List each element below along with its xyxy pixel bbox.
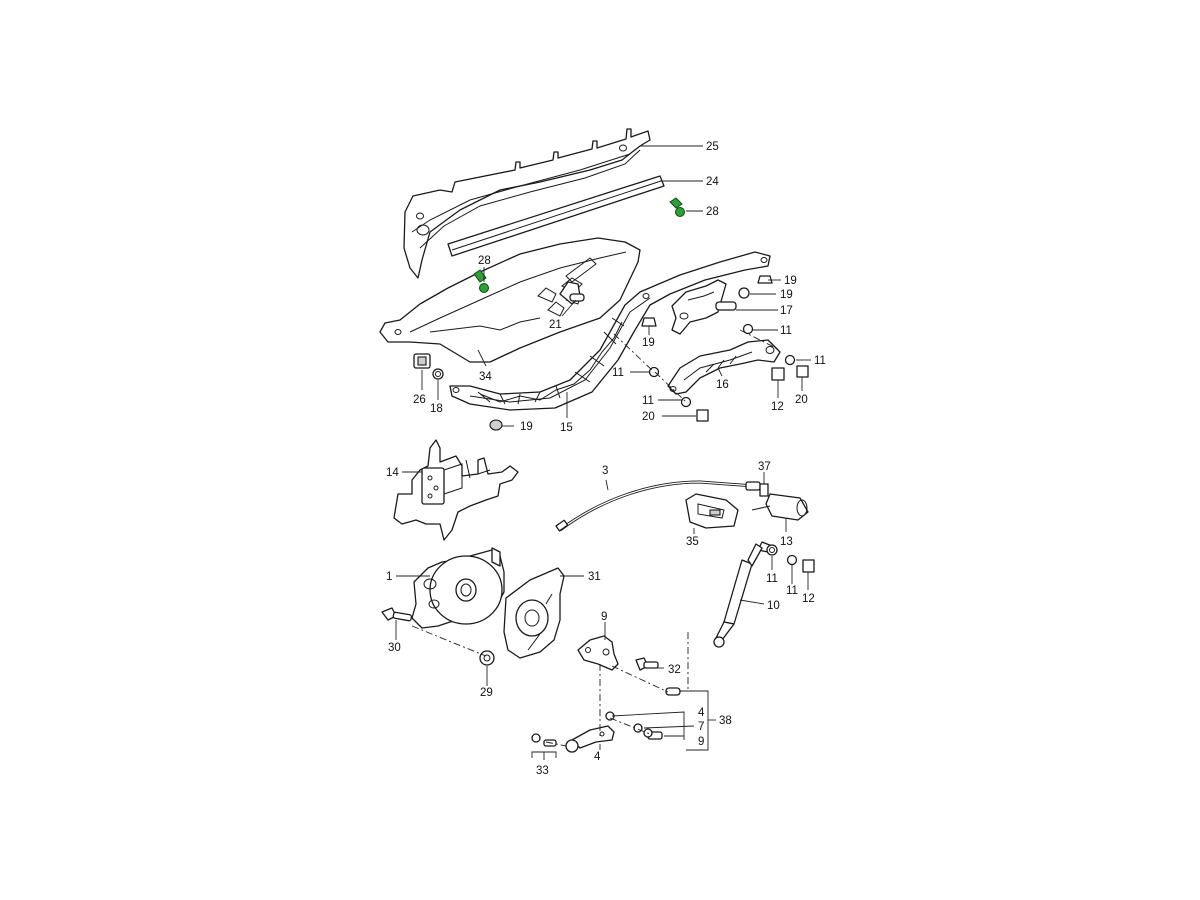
callout-20-b: 20 (642, 411, 655, 423)
callout-15: 15 (560, 422, 573, 434)
part-21-pin-bracket[interactable] (559, 281, 585, 305)
callout-14: 14 (386, 467, 399, 479)
centerline-lower-1 (411, 625, 487, 657)
callout-12-b: 12 (802, 593, 815, 605)
callout-24: 24 (706, 176, 719, 188)
part-31-cover-disk[interactable] (503, 567, 565, 659)
fastener-9-bolt[interactable] (643, 728, 663, 740)
callout-30: 30 (388, 642, 401, 654)
callout-33: 33 (536, 765, 549, 777)
callout-1: 1 (386, 571, 392, 583)
callout-35: 35 (686, 536, 699, 548)
callout-11-e: 11 (766, 573, 778, 585)
callout-3: 3 (602, 465, 608, 477)
fastener-11-a[interactable] (742, 323, 754, 335)
part-28-screw-lower[interactable] (473, 269, 489, 293)
callout-20-a: 20 (795, 394, 808, 406)
callout-11-a: 11 (780, 325, 792, 337)
fastener-26[interactable] (413, 353, 431, 369)
fastener-11-e[interactable] (766, 544, 778, 556)
part-1-hinge-plate[interactable] (411, 547, 505, 629)
part-14-mounting-bracket[interactable] (393, 439, 519, 541)
fastener-11-d[interactable] (680, 396, 692, 408)
part-33-pin-set[interactable] (531, 733, 557, 747)
callout-11-b: 11 (814, 355, 826, 367)
fastener-12-b[interactable] (802, 559, 815, 573)
callout-25: 25 (706, 141, 719, 153)
callout-19-a: 19 (784, 275, 797, 287)
part-17-bracket[interactable] (671, 279, 737, 335)
callout-10: 10 (767, 600, 780, 612)
callout-34: 34 (479, 371, 492, 383)
centerline-lower-6 (545, 741, 567, 747)
callout-29: 29 (480, 687, 493, 699)
centerline-lower-4 (609, 717, 651, 735)
callout-13: 13 (780, 536, 793, 548)
callout-11-c: 11 (612, 367, 624, 379)
fastener-20-a[interactable] (796, 365, 809, 378)
fastener-11-b[interactable] (784, 354, 796, 366)
callout-19-c: 19 (642, 337, 655, 349)
centerline-upper-2 (654, 371, 687, 403)
callout-18: 18 (430, 403, 443, 415)
leader-lines (395, 145, 811, 760)
callout-19-b: 19 (780, 289, 793, 301)
fastener-19-b[interactable] (738, 287, 750, 299)
part-32-bolt[interactable] (635, 657, 659, 671)
part-13-drive-motor[interactable] (751, 493, 809, 521)
centerline-upper-1 (613, 333, 655, 373)
callout-37: 37 (758, 461, 771, 473)
part-4-link-rod[interactable] (565, 725, 615, 753)
part-16-lever-arm[interactable] (667, 339, 781, 395)
part-37-clip[interactable] (759, 483, 769, 497)
callout-19-d: 19 (520, 421, 533, 433)
callout-28-upper: 28 (706, 206, 719, 218)
callout-9-b: 9 (698, 736, 704, 748)
fastener-19-lower[interactable] (489, 419, 503, 431)
callout-4-a: 4 (698, 707, 705, 719)
part-34-cover-panel[interactable] (379, 237, 641, 363)
callout-28-lower: 28 (478, 255, 491, 267)
part-25-trim-rail[interactable] (403, 128, 651, 279)
fastener-18[interactable] (432, 368, 444, 380)
callout-32: 32 (668, 664, 681, 676)
fastener-12-a[interactable] (771, 367, 785, 381)
callout-21: 21 (549, 319, 562, 331)
fastener-11-f[interactable] (786, 554, 798, 566)
callout-12-a: 12 (771, 401, 784, 413)
callout-labels: 25 24 28 28 19 19 17 11 19 21 11 11 16 1… (386, 141, 826, 777)
part-15-frame-arm[interactable] (449, 251, 771, 411)
part-28-screw-upper[interactable] (669, 197, 685, 217)
centerline-lower-3 (611, 665, 669, 693)
part-29-nut[interactable] (479, 650, 495, 666)
callout-4-b: 4 (594, 751, 601, 763)
fastener-19-a[interactable] (757, 275, 773, 284)
part-3-bowden-cable[interactable] (555, 480, 761, 532)
callout-17: 17 (780, 305, 793, 317)
callout-26: 26 (413, 394, 426, 406)
callout-7: 7 (698, 721, 704, 733)
callout-31: 31 (588, 571, 601, 583)
part-30-bolt[interactable] (381, 607, 413, 622)
fastener-19-c[interactable] (641, 317, 657, 327)
fastener-38-pin[interactable] (665, 687, 681, 696)
fastener-20-b[interactable] (696, 409, 709, 422)
callout-11-d: 11 (642, 395, 654, 407)
callout-16: 16 (716, 379, 729, 391)
callout-9-a: 9 (601, 611, 607, 623)
part-35-control-unit[interactable] (685, 493, 739, 529)
part-9-bracket[interactable] (577, 635, 619, 671)
callout-38: 38 (719, 715, 732, 727)
callout-11-f: 11 (786, 585, 798, 597)
part-24-seal-strip[interactable] (447, 175, 665, 257)
part-10-gas-strut[interactable] (713, 541, 773, 648)
